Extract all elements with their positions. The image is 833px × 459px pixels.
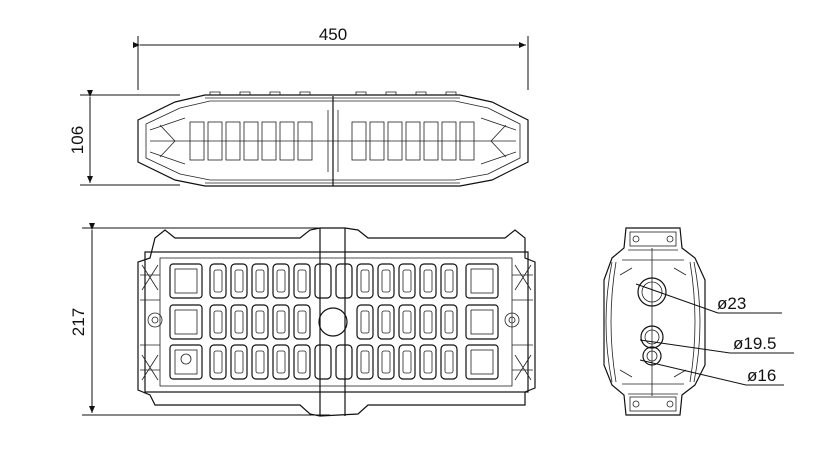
- leader-16: ø16: [639, 359, 784, 386]
- dimension-450: 450: [133, 25, 529, 90]
- center-hole: [318, 307, 348, 337]
- port-16-label: ø16: [747, 366, 776, 385]
- port-19-5-label: ø19.5: [733, 334, 776, 353]
- port-23-label: ø23: [717, 294, 746, 313]
- side-view: 450 106: [68, 25, 529, 187]
- dimension-217: 217: [69, 223, 330, 416]
- leader-19-5: ø19.5: [639, 334, 794, 354]
- leader-23: ø23: [635, 283, 782, 314]
- dimension-106-label: 106: [68, 126, 87, 154]
- end-view: ø23 ø19.5 ø16: [603, 227, 794, 416]
- dimension-450-label: 450: [319, 25, 347, 44]
- plan-view: 217: [69, 223, 536, 417]
- dimension-217-label: 217: [69, 308, 88, 336]
- port-19-5: [640, 325, 664, 349]
- dimension-106: 106: [68, 90, 180, 186]
- port-23: [637, 277, 667, 307]
- port-16: [642, 346, 662, 366]
